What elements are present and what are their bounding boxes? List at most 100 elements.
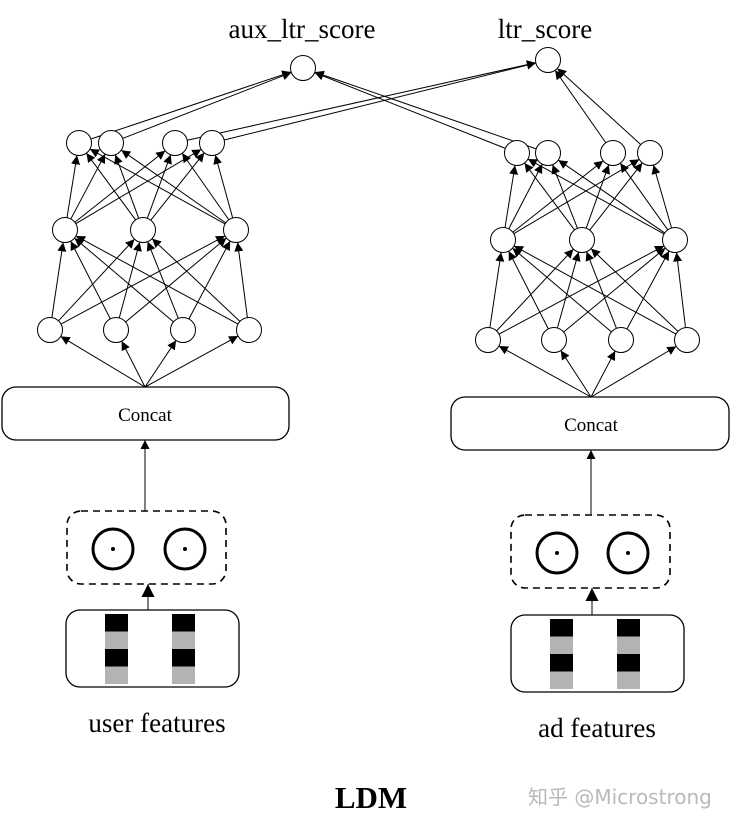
user-hidden2-to-hidden3-edge	[213, 154, 234, 219]
ad-hidden1-to-hidden2-edge	[556, 251, 581, 329]
user-hidden3-node	[98, 130, 124, 156]
user-hidden2-node	[130, 217, 156, 243]
feature-cell	[172, 631, 195, 649]
ad-hidden1-to-hidden2-edge	[585, 251, 617, 329]
ad-concat-to-hidden1-edge	[590, 345, 677, 398]
user-concat-to-hidden1-edge	[60, 336, 146, 388]
ad-hidden2-to-hidden3-edge	[651, 164, 673, 229]
ad-features-label: ad features	[538, 713, 656, 743]
ad-hidden1-to-hidden2-edge	[496, 248, 574, 332]
user-features-group	[65, 609, 240, 688]
feature-cell	[105, 631, 128, 649]
ad-to-aux-score-edge	[314, 70, 537, 150]
user-hidden2-node	[223, 217, 249, 243]
feature-cell	[550, 619, 573, 637]
embedding-dot	[626, 551, 630, 555]
ad-hidden3-node	[504, 140, 530, 166]
user-hidden2-to-hidden3-edge	[89, 148, 226, 225]
user-concat-to-hidden1-edge	[144, 335, 239, 388]
user-to-aux-score-edge	[90, 70, 292, 140]
aux-ltr-score-label: aux_ltr_score	[229, 14, 376, 44]
ad-hidden3-node	[637, 140, 663, 166]
ad-hidden1-to-hidden2-edge	[626, 250, 670, 330]
ad-hidden2-node	[569, 227, 595, 253]
edges-layer	[51, 60, 687, 615]
embedding-dot	[183, 547, 187, 551]
ad-concat-label: Concat	[564, 415, 619, 436]
feature-cell	[105, 666, 128, 684]
feature-cell	[617, 671, 640, 689]
feature-cell	[617, 619, 640, 637]
user-hidden1-to-hidden2-edge	[151, 238, 241, 322]
feature-cell	[550, 654, 573, 672]
ad-hidden2-to-hidden3-edge	[527, 158, 665, 235]
user-hidden2-to-hidden3-edge	[86, 152, 136, 221]
ad-concat-box	[450, 396, 730, 451]
ad-hidden1-to-hidden2-edge	[673, 252, 687, 328]
user-hidden2-node	[52, 217, 78, 243]
user-hidden1-to-hidden2-edge	[74, 237, 174, 323]
ad-hidden1-node	[608, 327, 634, 353]
user-hidden1-to-hidden2-edge	[118, 241, 142, 319]
embedding-dot	[111, 547, 115, 551]
embedding-dot	[555, 551, 559, 555]
user-hidden1-to-hidden2-edge	[58, 238, 135, 322]
user-hidden1-to-hidden2-edge	[60, 235, 226, 325]
ad-to-ltr-score-edge	[556, 68, 642, 145]
user-hidden1-node	[103, 317, 129, 343]
user-concat-to-hidden1-edge	[121, 340, 146, 388]
ad-hidden2-to-hidden3-edge	[512, 160, 604, 233]
user-hidden3-node	[199, 130, 225, 156]
user-hidden1-to-hidden2-edge	[125, 237, 227, 323]
ad-hidden1-to-hidden2-edge	[513, 245, 677, 335]
user-concat-label: Concat	[118, 405, 173, 426]
nodes-layer	[37, 47, 700, 353]
ad-hidden2-node	[662, 227, 688, 253]
user-to-aux-score-edge	[122, 71, 292, 139]
feature-cell	[550, 671, 573, 689]
ad-to-ltr-score-edge	[554, 69, 607, 144]
watermark: 知乎 @Microstrong	[528, 785, 712, 809]
ad-hidden1-to-hidden2-edge	[489, 252, 505, 328]
user-concat-to-hidden1-edge	[144, 340, 177, 388]
ad-to-aux-score-edge	[314, 71, 506, 149]
user-hidden1-node	[170, 317, 196, 343]
ad-hidden1-node	[674, 327, 700, 353]
user-embedding-group	[66, 510, 227, 585]
ad-hidden2-node	[490, 227, 516, 253]
user-hidden1-to-hidden2-edge	[75, 235, 239, 325]
ad-hidden1-node	[475, 327, 501, 353]
feature-cell	[105, 614, 128, 632]
user-hidden2-to-hidden3-edge	[74, 150, 166, 223]
user-hidden2-to-hidden3-edge	[70, 153, 106, 220]
user-to-ltr-score-edge	[187, 60, 536, 141]
ad-hidden1-to-hidden2-edge	[508, 250, 549, 330]
ad-hidden2-to-hidden3-edge	[513, 158, 640, 235]
diagram-title: LDM	[335, 780, 407, 815]
ad-hidden3-node	[535, 140, 561, 166]
ad-hidden1-to-hidden2-edge	[563, 247, 666, 333]
aux-ltr-score-node	[290, 55, 316, 81]
user-hidden2-to-hidden3-edge	[150, 152, 205, 221]
user-hidden1-to-hidden2-edge	[146, 241, 179, 319]
ad-hidden1-to-hidden2-edge	[498, 245, 665, 335]
ad-features-box	[510, 614, 685, 693]
user-concat-box	[1, 386, 290, 441]
user-hidden2-to-hidden3-edge	[75, 148, 202, 225]
feature-cell	[172, 666, 195, 684]
ad-features-group	[510, 614, 685, 693]
user-hidden1-node	[236, 317, 262, 343]
ad-hidden1-to-hidden2-edge	[590, 248, 679, 332]
user-hidden1-to-hidden2-edge	[51, 242, 67, 318]
ltr-score-label: ltr_score	[498, 14, 592, 44]
ad-hidden2-to-hidden3-edge	[585, 164, 611, 229]
user-features-label: user features	[88, 708, 225, 738]
user-features-box	[65, 609, 240, 688]
ad-hidden2-to-hidden3-edge	[508, 163, 543, 230]
feature-cell	[550, 636, 573, 654]
user-hidden1-node	[37, 317, 63, 343]
ad-concat-to-hidden1-edge	[590, 350, 616, 398]
ad-concat-to-hidden1-edge	[560, 350, 592, 398]
user-hidden2-to-hidden3-edge	[146, 154, 172, 219]
